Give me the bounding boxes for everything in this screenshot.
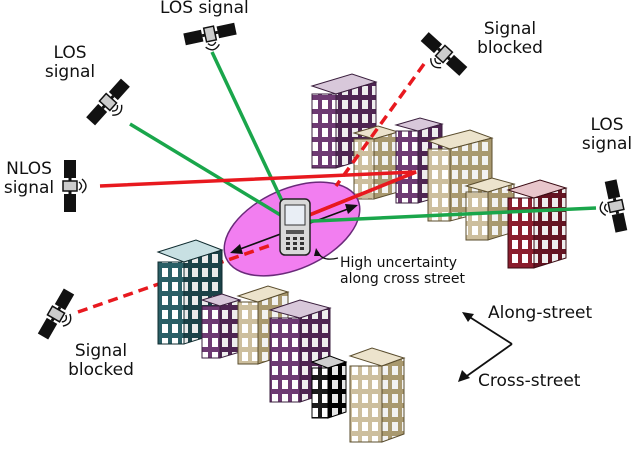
satellite-icon [35, 286, 85, 347]
label-nlos: NLOS signal [3, 159, 55, 199]
nlos-reflection-line [291, 170, 417, 224]
building-purple-front-1 [200, 293, 242, 359]
los-signal-line-right [291, 206, 597, 224]
los-signal-line-left [129, 122, 293, 224]
along-street-arrowhead [462, 312, 474, 322]
los-signal-line-top [210, 51, 294, 223]
label-los-left: LOS signal [44, 43, 96, 83]
label-cross-street: Cross-street [478, 371, 581, 391]
building-beige-small [464, 177, 516, 241]
satellite-icon [61, 158, 88, 214]
label-blocked-top: Signal blocked [477, 19, 543, 59]
label-los-top: LOS signal [160, 0, 249, 18]
label-along-street: Along-street [488, 303, 593, 323]
satellite-icon [83, 76, 139, 134]
mobile-phone-icon [279, 198, 311, 256]
satellite-icon [412, 29, 470, 85]
building-beige-front-2 [348, 347, 406, 443]
label-uncertainty: High uncertainty along cross street [340, 255, 465, 287]
satellite-icon [593, 177, 630, 237]
building-black [310, 355, 348, 419]
cross-street-arrowhead [458, 370, 470, 382]
building-purple-front-2 [268, 299, 332, 403]
label-los-right: LOS signal [581, 115, 633, 155]
satellite-icon [181, 20, 241, 57]
building-maroon [506, 179, 568, 269]
direction-arrows [463, 315, 513, 379]
label-blocked-bottom: Signal blocked [68, 341, 134, 381]
blocked-signal-line-top [334, 62, 426, 188]
